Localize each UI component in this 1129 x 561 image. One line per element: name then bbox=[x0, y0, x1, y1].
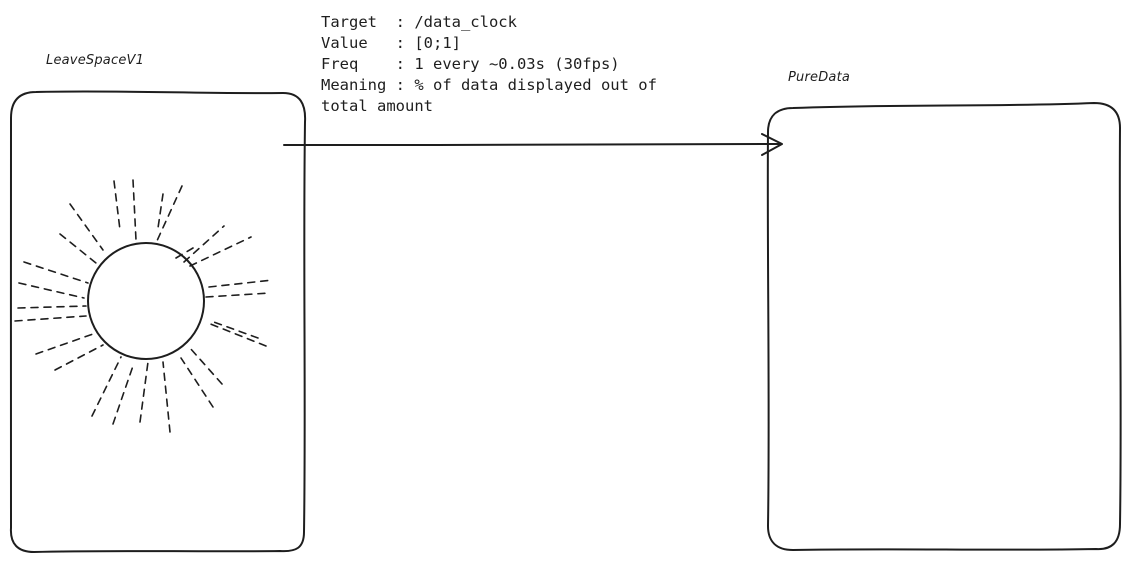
arrow-head bbox=[761, 133, 783, 156]
leavespace-node-box[interactable] bbox=[9, 90, 307, 553]
message-label: Target : /data_clock Value : [0;1] Freq … bbox=[321, 12, 657, 117]
message-line-freq: Freq : 1 every ~0.03s (30fps) bbox=[321, 55, 620, 73]
data-clock-arrow[interactable] bbox=[283, 133, 783, 156]
puredata-node-box[interactable] bbox=[766, 102, 1122, 551]
message-line-meaning-cont: total amount bbox=[321, 97, 433, 115]
puredata-node-title: PureData bbox=[788, 70, 851, 85]
message-line-meaning: Meaning : % of data displayed out of bbox=[321, 76, 657, 94]
leavespace-node-title: LeaveSpaceV1 bbox=[46, 53, 145, 68]
sun-icon bbox=[14, 179, 274, 433]
sun-core bbox=[87, 242, 205, 360]
message-line-target: Target : /data_clock bbox=[321, 13, 517, 31]
sun-rays bbox=[14, 179, 274, 433]
message-line-value: Value : [0;1] bbox=[321, 34, 461, 52]
arrow-shaft bbox=[283, 143, 782, 146]
